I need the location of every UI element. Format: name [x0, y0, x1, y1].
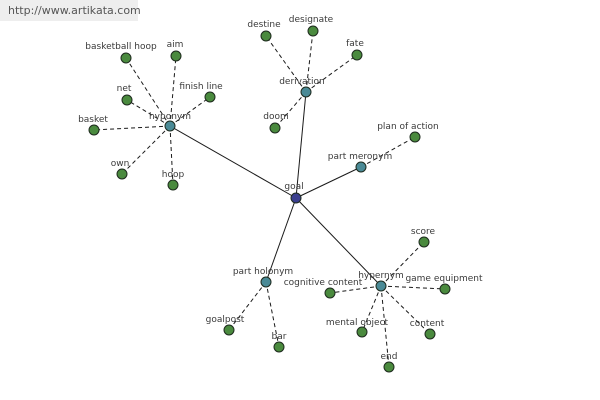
node-score[interactable] — [418, 236, 430, 248]
node-end[interactable] — [383, 361, 395, 373]
edge-part-holonym-goalpost — [228, 281, 267, 331]
label-content: content — [410, 319, 445, 329]
node-destine[interactable] — [260, 30, 272, 42]
nodes-layer — [88, 25, 451, 373]
edge-hypernym-score — [380, 241, 425, 287]
node-net[interactable] — [121, 94, 133, 106]
edge-goal-hyponym — [169, 125, 297, 199]
node-part-meronym[interactable] — [355, 161, 367, 173]
node-designate[interactable] — [307, 25, 319, 37]
label-part-meronym: part meronym — [328, 152, 392, 162]
node-aim[interactable] — [170, 50, 182, 62]
label-hyponym: hyponym — [149, 112, 191, 122]
edge-part-meronym-plan-of-action — [360, 136, 416, 168]
node-hypernym[interactable] — [375, 280, 387, 292]
label-fate: fate — [346, 39, 364, 49]
edge-hyponym-aim — [169, 55, 177, 127]
label-bar: bar — [272, 332, 287, 342]
label-own: own — [111, 159, 130, 169]
node-content[interactable] — [424, 328, 436, 340]
label-doom: doom — [263, 112, 289, 122]
label-hypernym: hypernym — [358, 271, 404, 281]
edge-goal-derivation — [295, 91, 307, 199]
edge-hypernym-cognitive-content — [329, 285, 382, 294]
label-game-equipment: game equipment — [405, 274, 483, 284]
node-game-equipment[interactable] — [439, 283, 451, 295]
label-mental-object: mental object — [326, 318, 389, 328]
node-own[interactable] — [116, 168, 128, 180]
edge-goal-part-meronym — [295, 166, 362, 199]
label-aim: aim — [167, 40, 184, 50]
edges-layer — [93, 30, 446, 368]
edge-derivation-destine — [265, 35, 307, 93]
node-basket[interactable] — [88, 124, 100, 136]
node-hoop[interactable] — [167, 179, 179, 191]
edge-hyponym-net — [126, 99, 171, 127]
label-net: net — [117, 84, 132, 94]
node-goalpost[interactable] — [223, 324, 235, 336]
labels-layer: goal hyponym derivation part meronym part ho… — [78, 15, 483, 362]
edge-hyponym-hoop — [169, 125, 174, 186]
node-fate[interactable] — [351, 49, 363, 61]
label-finish-line: finish line — [179, 82, 223, 92]
node-goal[interactable] — [290, 192, 302, 204]
edge-hyponym-own — [121, 125, 171, 175]
label-designate: designate — [289, 15, 334, 25]
label-goal: goal — [284, 182, 303, 192]
edge-goal-hypernym — [295, 197, 382, 287]
label-score: score — [411, 227, 436, 237]
node-part-holonym[interactable] — [260, 276, 272, 288]
edge-derivation-designate — [305, 30, 314, 93]
edge-hyponym-finish-line — [169, 96, 211, 127]
label-plan-of-action: plan of action — [377, 122, 439, 132]
source-url[interactable]: http://www.artikata.com — [8, 4, 141, 17]
source-banner: http://www.artikata.com — [0, 0, 141, 21]
node-hyponym[interactable] — [164, 120, 176, 132]
label-cognitive-content: cognitive content — [284, 278, 363, 288]
node-finish-line[interactable] — [204, 91, 216, 103]
edge-hyponym-basket — [93, 125, 171, 131]
edge-hypernym-game-equipment — [380, 285, 446, 290]
node-mental-object[interactable] — [356, 326, 368, 338]
label-basketball-hoop: basketball hoop — [85, 42, 157, 52]
node-basketball-hoop[interactable] — [120, 52, 132, 64]
label-destine: destine — [247, 20, 281, 30]
edge-derivation-fate — [305, 54, 358, 93]
node-derivation[interactable] — [300, 86, 312, 98]
node-doom[interactable] — [269, 122, 281, 134]
label-goalpost: goalpost — [206, 315, 245, 325]
label-derivation: derivation — [279, 77, 325, 87]
label-part-holonym: part holonym — [233, 267, 293, 277]
edge-derivation-doom — [274, 91, 307, 129]
node-plan-of-action[interactable] — [409, 131, 421, 143]
node-cognitive-content[interactable] — [324, 287, 336, 299]
label-end: end — [381, 352, 398, 362]
node-bar[interactable] — [273, 341, 285, 353]
edge-hypernym-content — [380, 285, 431, 335]
label-basket: basket — [78, 115, 108, 125]
edge-goal-part-holonym — [265, 197, 297, 283]
label-hoop: hoop — [162, 170, 185, 180]
edge-hypernym-mental-object — [361, 285, 382, 333]
